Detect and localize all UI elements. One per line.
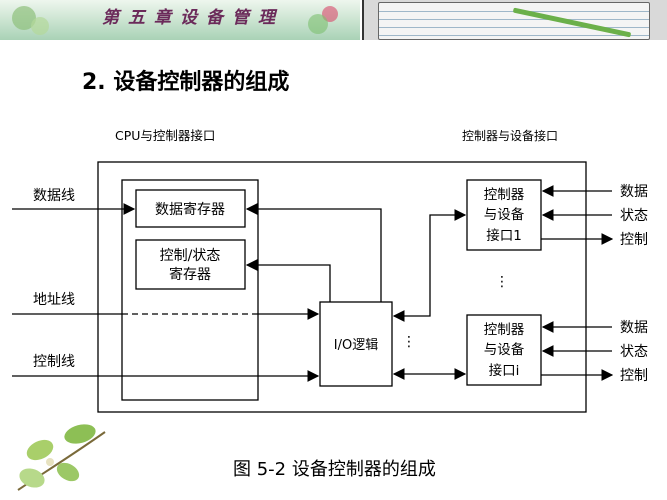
device-interface-1-line-2: 与设备 [484, 206, 525, 223]
io-logic-label: I/O逻辑 [334, 338, 378, 353]
device-interface-i-line-2: 与设备 [484, 341, 525, 358]
banner-right-panel [362, 0, 667, 40]
interface-ellipsis: ⋮ [495, 274, 509, 290]
page-title: 2. 设备控制器的组成 [82, 70, 290, 95]
banner-title: 第五章设备管理 [102, 8, 284, 28]
iface1-control-label: 控制 [620, 232, 648, 248]
register-group-box [121, 179, 259, 401]
device-interface-i-line-3: 接口i [489, 362, 520, 379]
status-register-label-2: 寄存器 [169, 266, 211, 283]
cpu-interface-label: CPU与控制器接口 [115, 128, 215, 143]
io-to-status-register-arrow [245, 259, 331, 302]
device-interface-i-line-1: 控制器 [484, 322, 525, 338]
device-interface-1-box [466, 179, 542, 251]
controller-outer-box [97, 161, 587, 413]
data-register-label: 数据寄存器 [155, 201, 225, 218]
banner-decor-icon [12, 6, 338, 35]
status-register-label-1: 控制/状态 [160, 248, 221, 264]
device-interface-i-box [466, 314, 542, 386]
device-interface-1-line-1: 控制器 [484, 187, 525, 203]
ifacei-control-label: 控制 [620, 368, 648, 384]
control-bus-label: 控制线 [33, 354, 75, 370]
figure-caption: 图 5-2 设备控制器的组成 [233, 459, 436, 480]
data-register-box [135, 189, 246, 228]
banner-left-panel: 第五章设备管理 [0, 0, 360, 40]
iface1-data-label: 数据 [620, 184, 648, 200]
device-interface-1-line-3: 接口1 [486, 227, 522, 244]
device-interface-label: 控制器与设备接口 [462, 128, 558, 143]
ifacei-status-label: 状态 [620, 344, 648, 360]
iface1-status-label: 状态 [620, 208, 648, 224]
io-interface-1-arrow [392, 209, 467, 322]
ifacei-data-label: 数据 [620, 320, 648, 336]
io-to-data-register-arrow [245, 203, 382, 302]
address-bus-label: 地址线 [33, 292, 75, 308]
data-bus-label: 数据线 [33, 188, 75, 204]
io-ellipsis: ⋮ [402, 334, 416, 350]
top-banner: 第五章设备管理 [0, 0, 667, 40]
leaf-decoration-icon [17, 424, 106, 491]
io-logic-box [319, 301, 393, 387]
status-register-box [135, 239, 246, 290]
